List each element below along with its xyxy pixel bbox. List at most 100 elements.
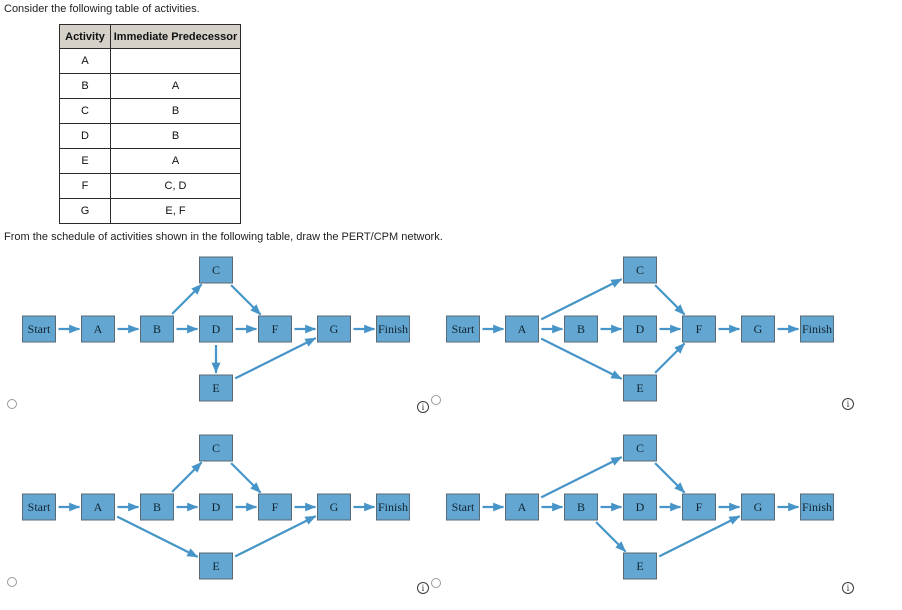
node-label: G [754, 322, 763, 336]
table-cell [110, 48, 241, 74]
node-label: F [272, 500, 279, 514]
table-cell: B [59, 73, 111, 99]
option-3-radio[interactable] [7, 577, 17, 587]
node-B: B [140, 493, 174, 521]
node-label: F [696, 500, 703, 514]
node-label: C [636, 263, 644, 277]
edge-C-F [230, 462, 262, 494]
node-label: Start [452, 500, 475, 514]
node-F: F [682, 315, 716, 343]
edge-A-C [540, 456, 623, 499]
table-header-predecessor: Immediate Predecessor [110, 24, 241, 49]
node-D: D [199, 493, 233, 521]
node-G: G [741, 315, 775, 343]
node-label: B [577, 500, 585, 514]
node-label: B [153, 322, 161, 336]
node-Start: Start [22, 315, 56, 343]
option-1-radio[interactable] [7, 399, 17, 409]
node-label: D [212, 500, 221, 514]
node-label: G [754, 500, 763, 514]
node-E: E [623, 552, 657, 580]
table-cell: G [59, 198, 111, 224]
node-C: C [623, 434, 657, 462]
table-cell: A [59, 48, 111, 74]
node-B: B [564, 493, 598, 521]
node-G: G [317, 493, 351, 521]
edge-E-F [654, 342, 686, 374]
node-G: G [741, 493, 775, 521]
node-B: B [140, 315, 174, 343]
option-2-radio[interactable] [431, 395, 441, 405]
table-cell: C [59, 98, 111, 124]
edge-C-F [230, 284, 262, 316]
node-label: C [212, 441, 220, 455]
node-label: F [696, 322, 703, 336]
edge-E-G [234, 337, 317, 380]
node-Finish: Finish [800, 315, 834, 343]
node-label: E [212, 559, 219, 573]
edge-E-G [658, 515, 741, 558]
node-label: Start [28, 322, 51, 336]
node-label: Finish [802, 500, 832, 514]
network-diagram-option-2: Start A B C D E F G Finish [446, 256, 834, 402]
option-4-radio[interactable] [431, 578, 441, 588]
node-Finish: Finish [376, 315, 410, 343]
edge-B-E [595, 521, 627, 553]
node-Start: Start [22, 493, 56, 521]
node-A: A [505, 493, 539, 521]
option-3-info-icon[interactable]: i [417, 582, 429, 594]
node-label: Start [452, 322, 475, 336]
node-A: A [81, 493, 115, 521]
node-A: A [505, 315, 539, 343]
table-cell: F [59, 173, 111, 199]
question-title: Consider the following table of activiti… [4, 3, 200, 15]
table-cell: E, F [110, 198, 241, 224]
network-diagram-option-1: Start A B C D E F G Finish [22, 256, 410, 402]
node-label: Start [28, 500, 51, 514]
option-4-info-icon[interactable]: i [842, 582, 854, 594]
node-label: E [212, 381, 219, 395]
table-cell: A [110, 73, 241, 99]
node-Start: Start [446, 315, 480, 343]
node-label: C [212, 263, 220, 277]
node-F: F [258, 493, 292, 521]
node-F: F [682, 493, 716, 521]
table-cell: B [110, 98, 241, 124]
node-label: G [330, 322, 339, 336]
node-A: A [81, 315, 115, 343]
node-label: D [636, 322, 645, 336]
edge-A-E [540, 337, 623, 380]
table-row: A [59, 48, 241, 74]
edge-C-F [654, 284, 686, 316]
node-label: Finish [378, 500, 408, 514]
node-Finish: Finish [376, 493, 410, 521]
edge-A-C [540, 278, 623, 321]
node-label: Finish [802, 322, 832, 336]
node-C: C [199, 434, 233, 462]
node-Finish: Finish [800, 493, 834, 521]
node-D: D [199, 315, 233, 343]
edge-E-G [234, 515, 317, 558]
edge-A-E [116, 515, 199, 558]
node-label: E [636, 381, 643, 395]
option-2-info-icon[interactable]: i [842, 398, 854, 410]
option-1-info-icon[interactable]: i [417, 401, 429, 413]
node-F: F [258, 315, 292, 343]
node-Start: Start [446, 493, 480, 521]
node-C: C [623, 256, 657, 284]
node-label: B [577, 322, 585, 336]
node-label: A [518, 500, 527, 514]
node-E: E [623, 374, 657, 402]
node-label: F [272, 322, 279, 336]
question-instruction: From the schedule of activities shown in… [4, 231, 443, 243]
